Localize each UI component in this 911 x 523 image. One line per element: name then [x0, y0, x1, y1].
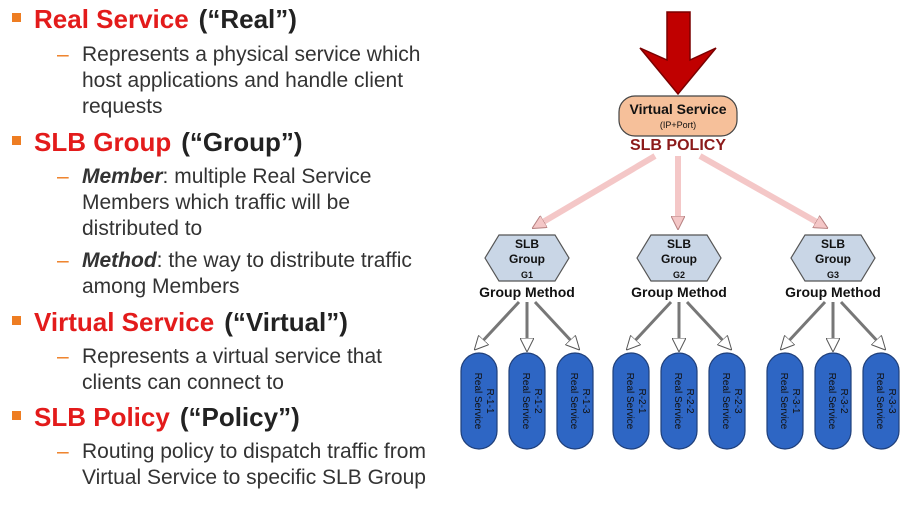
- real-service-node: [460, 352, 498, 450]
- group-method-label: Group Method: [785, 284, 881, 300]
- policy-arrow-g3: [698, 153, 822, 225]
- slb-group-node: [636, 234, 722, 282]
- real-service-label: R-2-2: [684, 388, 695, 413]
- real-service-node: [766, 352, 804, 450]
- slb-group-id: G2: [673, 270, 685, 280]
- real-service-label: Real Service: [568, 373, 579, 430]
- term-real-service: Real Service (“Real”): [0, 4, 297, 34]
- slb-group-label: SLB: [821, 237, 845, 251]
- slb-group-id: G3: [827, 270, 839, 280]
- term-name: Real Service: [34, 4, 189, 34]
- virtual-service-title: Virtual Service: [629, 101, 726, 117]
- sub-item: – Routing policy to dispatch traffic fro…: [57, 439, 437, 491]
- group-method-label: Group Method: [631, 284, 727, 300]
- group-method-label: Group Method: [479, 284, 575, 300]
- sub-lead: Method: [82, 249, 157, 272]
- slb-group-label: Group: [815, 252, 851, 266]
- slb-group-node: [484, 234, 570, 282]
- term-alias: (“Real”): [198, 4, 297, 34]
- method-arrow: [533, 300, 575, 345]
- real-service-label: Real Service: [826, 373, 837, 430]
- real-service-label: R-1-3: [580, 388, 591, 413]
- sub-text: Represents a physical service which host…: [82, 43, 421, 118]
- real-service-label: R-2-3: [732, 388, 743, 413]
- sub-lead: Member: [82, 165, 163, 188]
- real-service-label: R-2-1: [636, 388, 647, 413]
- real-service-label: R-3-1: [790, 388, 801, 413]
- slb-group-node: [790, 234, 876, 282]
- dash-icon: –: [57, 345, 69, 368]
- real-service-node: [862, 352, 900, 450]
- real-service-node: [660, 352, 698, 450]
- dash-icon: –: [57, 249, 69, 272]
- dash-icon: –: [57, 440, 69, 463]
- sub-item: – Represents a physical service which ho…: [57, 42, 437, 120]
- method-arrow: [631, 300, 673, 345]
- term-name: Virtual Service: [34, 307, 215, 337]
- real-service-label: Real Service: [472, 373, 483, 430]
- term-virtual-service: Virtual Service (“Virtual”): [0, 307, 348, 337]
- real-service-label: Real Service: [672, 373, 683, 430]
- real-service-label: R-3-2: [838, 388, 849, 413]
- term-alias: (“Group”): [181, 127, 303, 157]
- slb-group-label: Group: [661, 252, 697, 266]
- sub-text: : the way to distribute traffic among Me…: [82, 249, 412, 298]
- method-arrow: [785, 300, 827, 345]
- sub-item: – Represents a virtual service that clie…: [57, 344, 437, 396]
- slb-group-label: Group: [509, 252, 545, 266]
- dash-icon: –: [57, 165, 69, 188]
- real-service-label: R-1-2: [532, 388, 543, 413]
- real-service-node: [556, 352, 594, 450]
- slb-policy-label: SLB POLICY: [630, 137, 726, 154]
- method-arrow: [479, 300, 521, 345]
- real-service-label: Real Service: [874, 373, 885, 430]
- method-arrow: [685, 300, 727, 345]
- virtual-service-node: [618, 95, 738, 137]
- incoming-traffic-arrow-icon: [639, 11, 717, 96]
- real-service-label: Real Service: [520, 373, 531, 430]
- bullet-square-icon: [12, 411, 21, 420]
- term-name: SLB Group: [34, 127, 172, 157]
- real-service-label: R-1-1: [484, 388, 495, 413]
- term-name: SLB Policy: [34, 402, 170, 432]
- sub-text: : multiple Real Service Members which tr…: [82, 165, 372, 240]
- sub-text: Routing policy to dispatch traffic from …: [82, 440, 426, 489]
- sub-text: Represents a virtual service that client…: [82, 345, 382, 394]
- term-slb-policy: SLB Policy (“Policy”): [0, 402, 300, 432]
- policy-arrow-g1: [538, 153, 657, 225]
- dash-icon: –: [57, 43, 69, 66]
- sub-item: – Member: multiple Real Service Members …: [57, 164, 437, 242]
- real-service-node: [708, 352, 746, 450]
- real-service-label: Real Service: [720, 373, 731, 430]
- slb-group-label: SLB: [515, 237, 539, 251]
- real-service-node: [814, 352, 852, 450]
- term-slb-group: SLB Group (“Group”): [0, 127, 303, 157]
- sub-item: – Method: the way to distribute traffic …: [57, 248, 437, 300]
- method-arrow: [839, 300, 881, 345]
- term-alias: (“Virtual”): [224, 307, 348, 337]
- term-alias: (“Policy”): [179, 402, 300, 432]
- real-service-label: Real Service: [778, 373, 789, 430]
- real-service-label: R-3-3: [886, 388, 897, 413]
- bullet-square-icon: [12, 136, 21, 145]
- real-service-label: Real Service: [624, 373, 635, 430]
- bullet-square-icon: [12, 13, 21, 22]
- virtual-service-sub: (IP+Port): [660, 120, 696, 130]
- slb-group-id: G1: [521, 270, 533, 280]
- slb-group-label: SLB: [667, 237, 691, 251]
- bullet-square-icon: [12, 316, 21, 325]
- real-service-node: [612, 352, 650, 450]
- real-service-node: [508, 352, 546, 450]
